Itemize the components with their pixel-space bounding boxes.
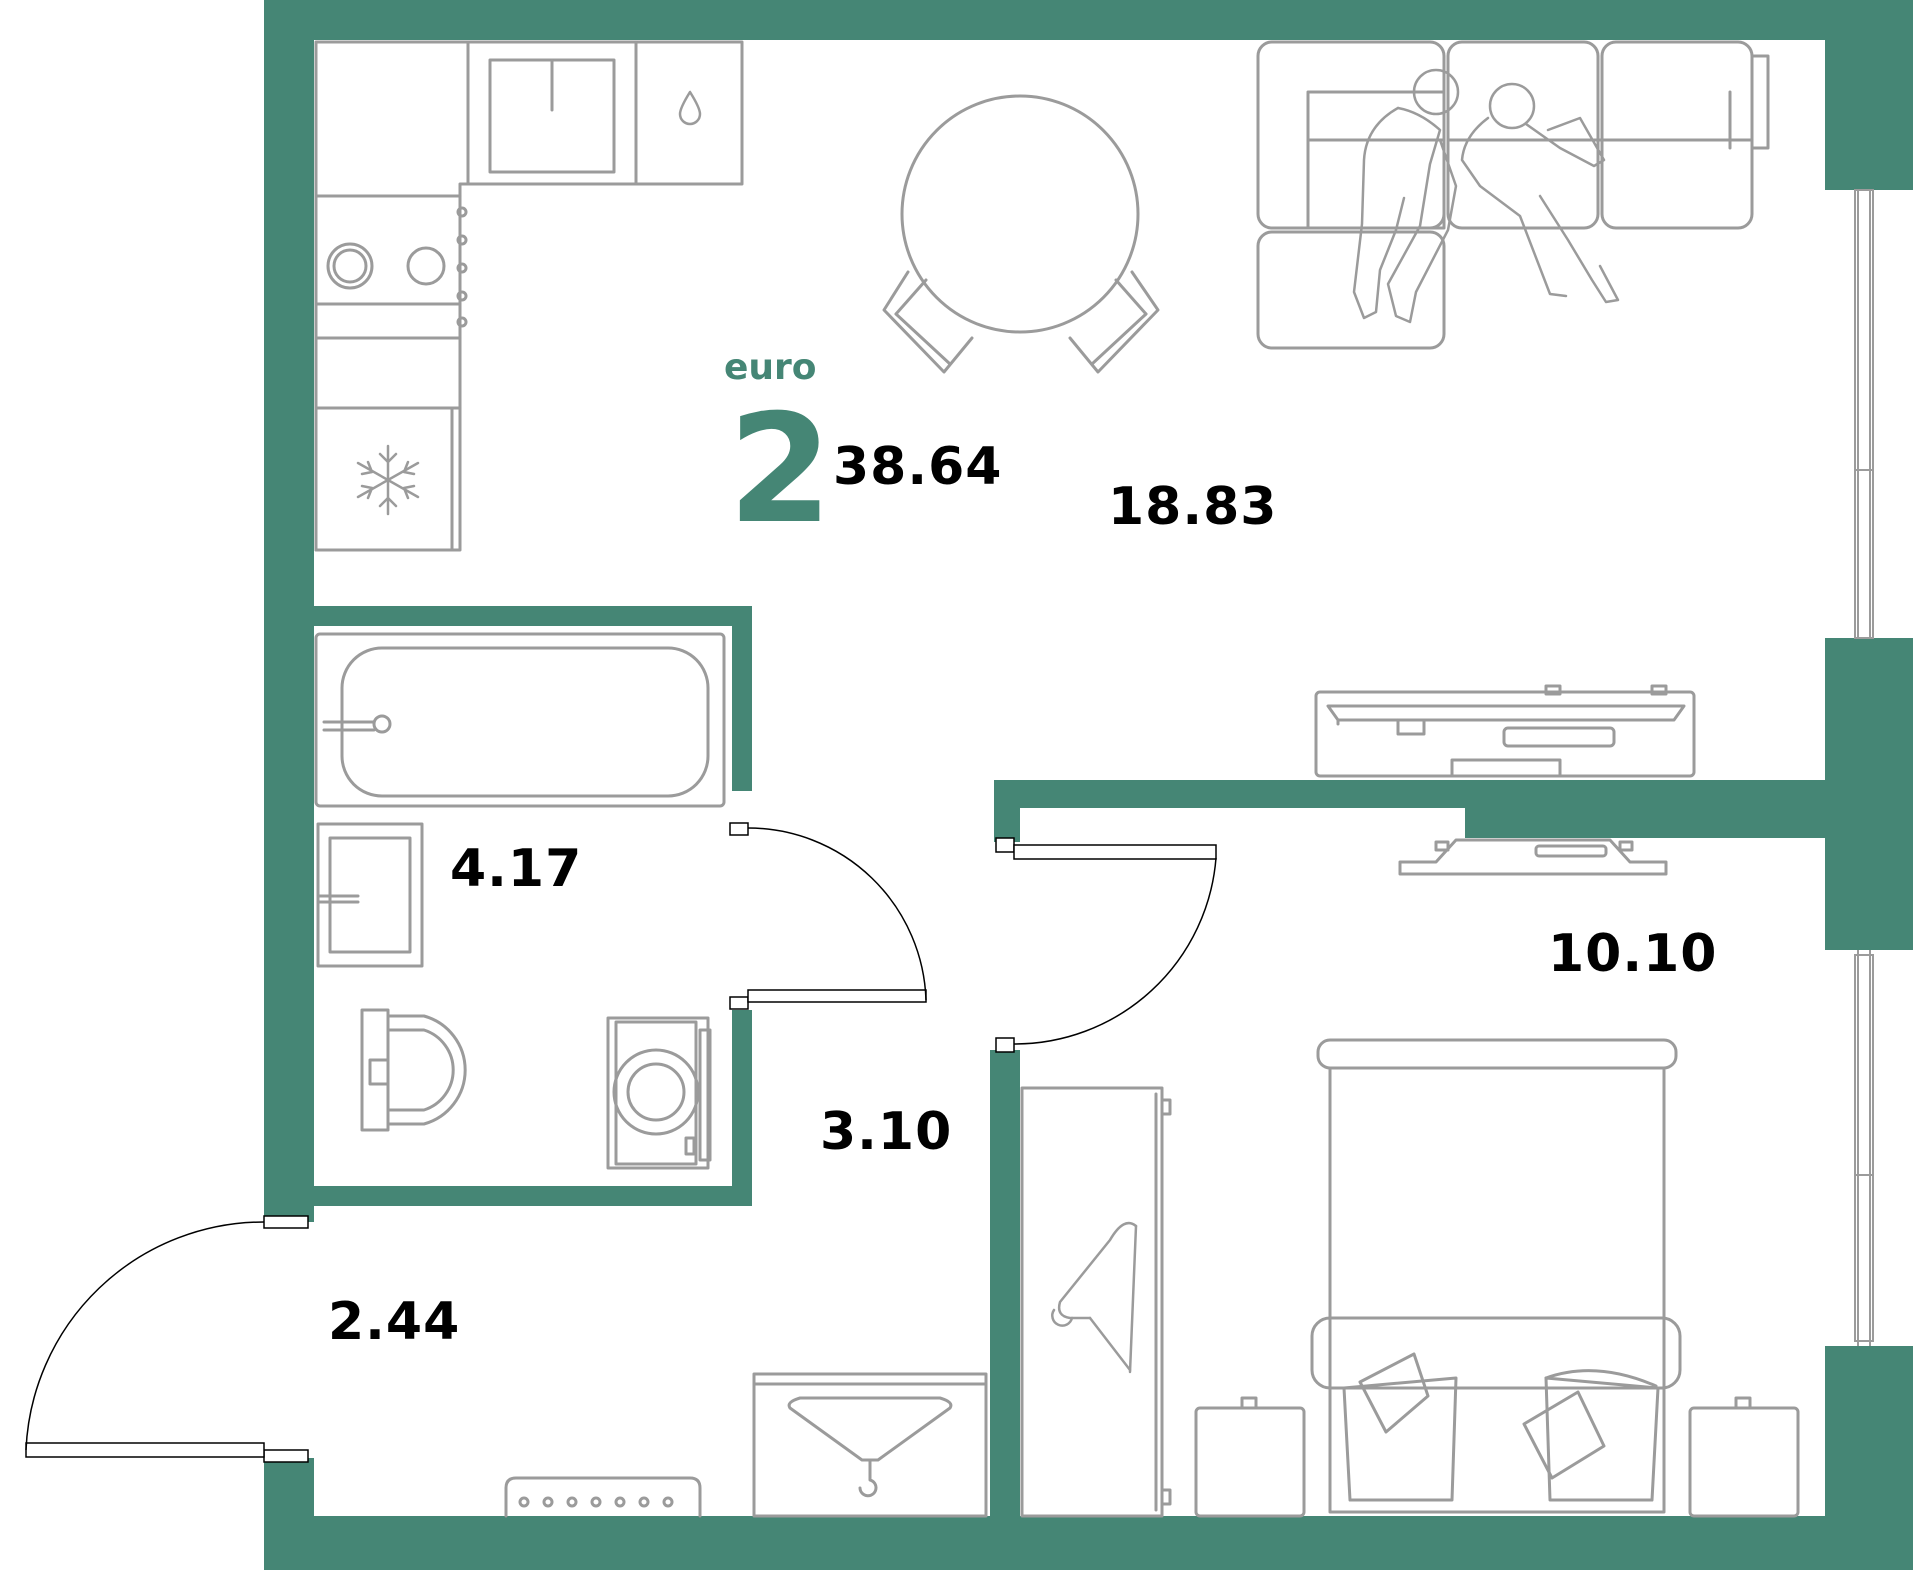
toilet	[360, 1008, 467, 1132]
double-bed	[1310, 1038, 1682, 1514]
doors	[25, 822, 1217, 1463]
apartment-type-label: euro	[724, 347, 817, 388]
room-area-corridor: 3.10	[820, 1102, 953, 1162]
bedroom-wardrobe	[1020, 1086, 1172, 1518]
people-on-sofa	[1352, 68, 1620, 324]
wall-bath-bottom	[300, 1186, 752, 1206]
room-area-bathroom: 4.17	[450, 839, 583, 899]
apartment-total-area: 38.64	[833, 437, 1003, 497]
wall-bed-post-left	[994, 780, 1020, 842]
wall-bath-top	[300, 606, 752, 626]
door-entrance	[25, 1215, 309, 1463]
wall-right-bottom	[1825, 1346, 1913, 1570]
room-area-bedroom: 10.10	[1548, 924, 1718, 984]
wall-bottom	[264, 1516, 1913, 1570]
bathroom-sink	[316, 822, 424, 968]
kitchen-counter	[314, 40, 744, 552]
window-bedroom	[1825, 950, 1913, 1346]
shoe-rack	[504, 1476, 702, 1518]
wall-bed-left-lower	[990, 1050, 1020, 1520]
furniture	[314, 40, 1800, 1518]
bathtub	[314, 632, 726, 808]
door-bathroom	[729, 822, 927, 1010]
window-living	[1825, 189, 1913, 639]
bedside-table-right	[1688, 1396, 1800, 1518]
wall-bath-right-top	[732, 606, 752, 791]
wall-bed-top-step	[1465, 780, 1913, 838]
snowflake-icon	[356, 444, 420, 516]
tv-console	[1314, 684, 1696, 778]
windows	[1825, 189, 1913, 1346]
sofa	[1256, 40, 1770, 350]
bedroom-tv	[1398, 838, 1668, 876]
dining-table	[882, 94, 1160, 374]
wall-right-top	[1825, 0, 1913, 190]
walls	[264, 0, 1913, 1570]
hall-wardrobe	[752, 1372, 988, 1518]
room-area-entrance-hall: 2.44	[328, 1292, 461, 1352]
apartment-rooms-count: 2	[728, 383, 833, 557]
door-bedroom	[995, 837, 1217, 1053]
bedside-table-left	[1194, 1396, 1306, 1518]
wall-bath-right-bottom	[732, 1010, 752, 1206]
wall-top	[264, 0, 1913, 40]
water-drop-icon	[678, 90, 702, 126]
washing-machine	[606, 1016, 712, 1170]
hanger-icon	[1051, 1221, 1138, 1374]
room-area-living-kitchen: 18.83	[1108, 477, 1278, 537]
